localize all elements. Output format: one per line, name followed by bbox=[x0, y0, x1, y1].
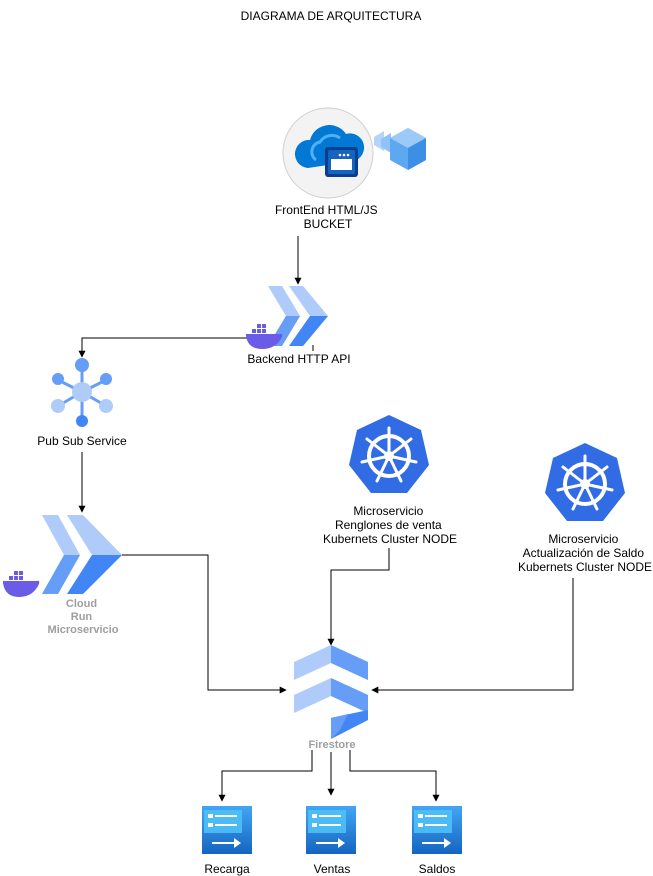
kubernetes-icon bbox=[349, 415, 429, 493]
firestore-label: Firestore bbox=[308, 739, 355, 751]
kubernetes-icon bbox=[545, 443, 625, 521]
edge-ms-ventas-firestore bbox=[327, 548, 390, 646]
docker-icon bbox=[246, 324, 283, 349]
ventas-node: Ventas bbox=[306, 806, 356, 876]
backend-node: Backend HTTP API bbox=[246, 286, 351, 366]
ms-saldo-label: Microservicio Actualización de Saldo Kub… bbox=[518, 532, 652, 574]
backend-label: Backend HTTP API bbox=[247, 352, 350, 366]
cloudrun-node: Cloud Run Microservicio bbox=[3, 515, 122, 636]
saldos-label: Saldos bbox=[419, 862, 456, 876]
ms-saldo-node: Microservicio Actualización de Saldo Kub… bbox=[518, 443, 652, 574]
edge-firestore-saldos bbox=[349, 750, 440, 802]
edge-backend-pubsub bbox=[78, 337, 248, 358]
edge-cloudrun-firestore bbox=[122, 554, 287, 694]
docker-icon bbox=[3, 571, 40, 597]
pubsub-label: Pub Sub Service bbox=[37, 434, 127, 448]
recarga-node: Recarga bbox=[202, 806, 252, 876]
collection-icon bbox=[306, 806, 356, 854]
cube-icon bbox=[374, 128, 426, 170]
collection-icon bbox=[412, 806, 462, 854]
ms-ventas-label: Microservicio Renglones de venta Kuberne… bbox=[323, 504, 457, 546]
firestore-icon bbox=[294, 645, 368, 739]
recarga-label: Recarga bbox=[204, 862, 250, 876]
collection-icon bbox=[202, 806, 252, 854]
saldos-node: Saldos bbox=[412, 806, 462, 876]
pubsub-node: Pub Sub Service bbox=[37, 358, 127, 448]
frontend-node: FrontEnd HTML/JS BUCKET bbox=[275, 107, 426, 231]
cloudrun-label: Cloud Run Microservicio bbox=[48, 598, 119, 636]
edge-ms-saldo-firestore bbox=[371, 578, 574, 694]
edge-firestore-recarga bbox=[218, 750, 313, 802]
frontend-label: FrontEnd HTML/JS BUCKET bbox=[275, 203, 381, 231]
pubsub-icon bbox=[51, 358, 113, 427]
firestore-node: Firestore bbox=[294, 645, 368, 751]
diagram-title: DIAGRAMA DE ARQUITECTURA bbox=[241, 9, 422, 23]
cloud-run-icon bbox=[42, 515, 122, 594]
ms-ventas-node: Microservicio Renglones de venta Kuberne… bbox=[323, 415, 457, 546]
cloud-storage-icon bbox=[294, 125, 365, 177]
ventas-label: Ventas bbox=[314, 862, 351, 876]
